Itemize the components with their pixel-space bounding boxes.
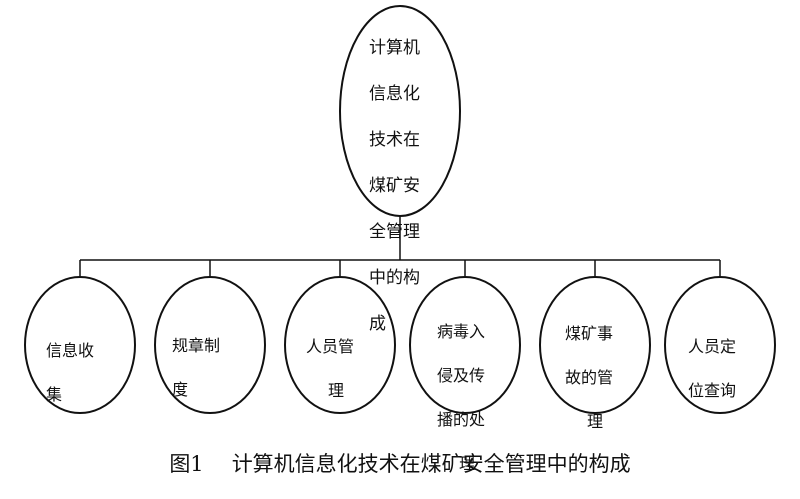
- child-node-personnel-location: [664, 276, 776, 414]
- child-label-line: 人员管: [306, 337, 355, 356]
- root-label-line: 成: [369, 314, 386, 334]
- root-label-line: 全管理: [369, 222, 420, 242]
- root-label-line: 技术在: [369, 130, 420, 150]
- child-label-line: 信息收: [46, 341, 95, 360]
- figure-title: 计算机信息化技术在煤矿安全管理中的构成: [231, 452, 631, 476]
- root-label-line: 计算机: [369, 38, 420, 58]
- root-label-line: 信息化: [369, 84, 420, 104]
- child-label-line: 理: [459, 454, 476, 473]
- child-label-personnel-management: 人员管 理: [306, 314, 376, 424]
- root-label-line: 煤矿安: [369, 176, 420, 196]
- child-label-regulations: 规章制 度: [172, 313, 247, 423]
- child-label-line: 煤矿事: [565, 324, 614, 343]
- child-node-virus-handling: [409, 276, 521, 414]
- child-label-line: 人员定: [688, 337, 737, 356]
- figure-caption: 图1 计算机信息化技术在煤矿安全管理中的构成: [0, 448, 800, 478]
- child-label-line: 位查询: [688, 381, 737, 400]
- child-label-line: 侵及传: [437, 366, 486, 385]
- child-label-line: 规章制: [172, 336, 221, 355]
- child-label-virus-handling: 病毒入 侵及传 播的处 理: [437, 299, 507, 497]
- child-label-line: 病毒入: [437, 322, 486, 341]
- child-label-line: 故的管: [565, 368, 614, 387]
- child-label-line: 集: [46, 385, 63, 404]
- child-label-line: 理: [328, 381, 345, 400]
- child-label-line: 度: [172, 380, 189, 399]
- child-node-regulations: [154, 276, 266, 414]
- child-node-accident-management: [539, 276, 651, 414]
- child-label-accident-management: 煤矿事 故的管 理: [565, 301, 635, 455]
- child-label-info-collection: 信息收 集: [46, 318, 116, 428]
- child-label-line: 播的处: [437, 410, 486, 429]
- child-label-line: 理: [587, 412, 604, 431]
- root-label: 计算机 信息化 技术在 煤矿安 全管理 中的构 成: [369, 14, 449, 359]
- figure-number: 图1: [169, 452, 204, 476]
- root-label-line: 中的构: [369, 268, 420, 288]
- child-label-personnel-location: 人员定 位查询: [688, 314, 758, 424]
- child-node-personnel-management: [284, 276, 396, 414]
- child-node-info-collection: [24, 276, 136, 414]
